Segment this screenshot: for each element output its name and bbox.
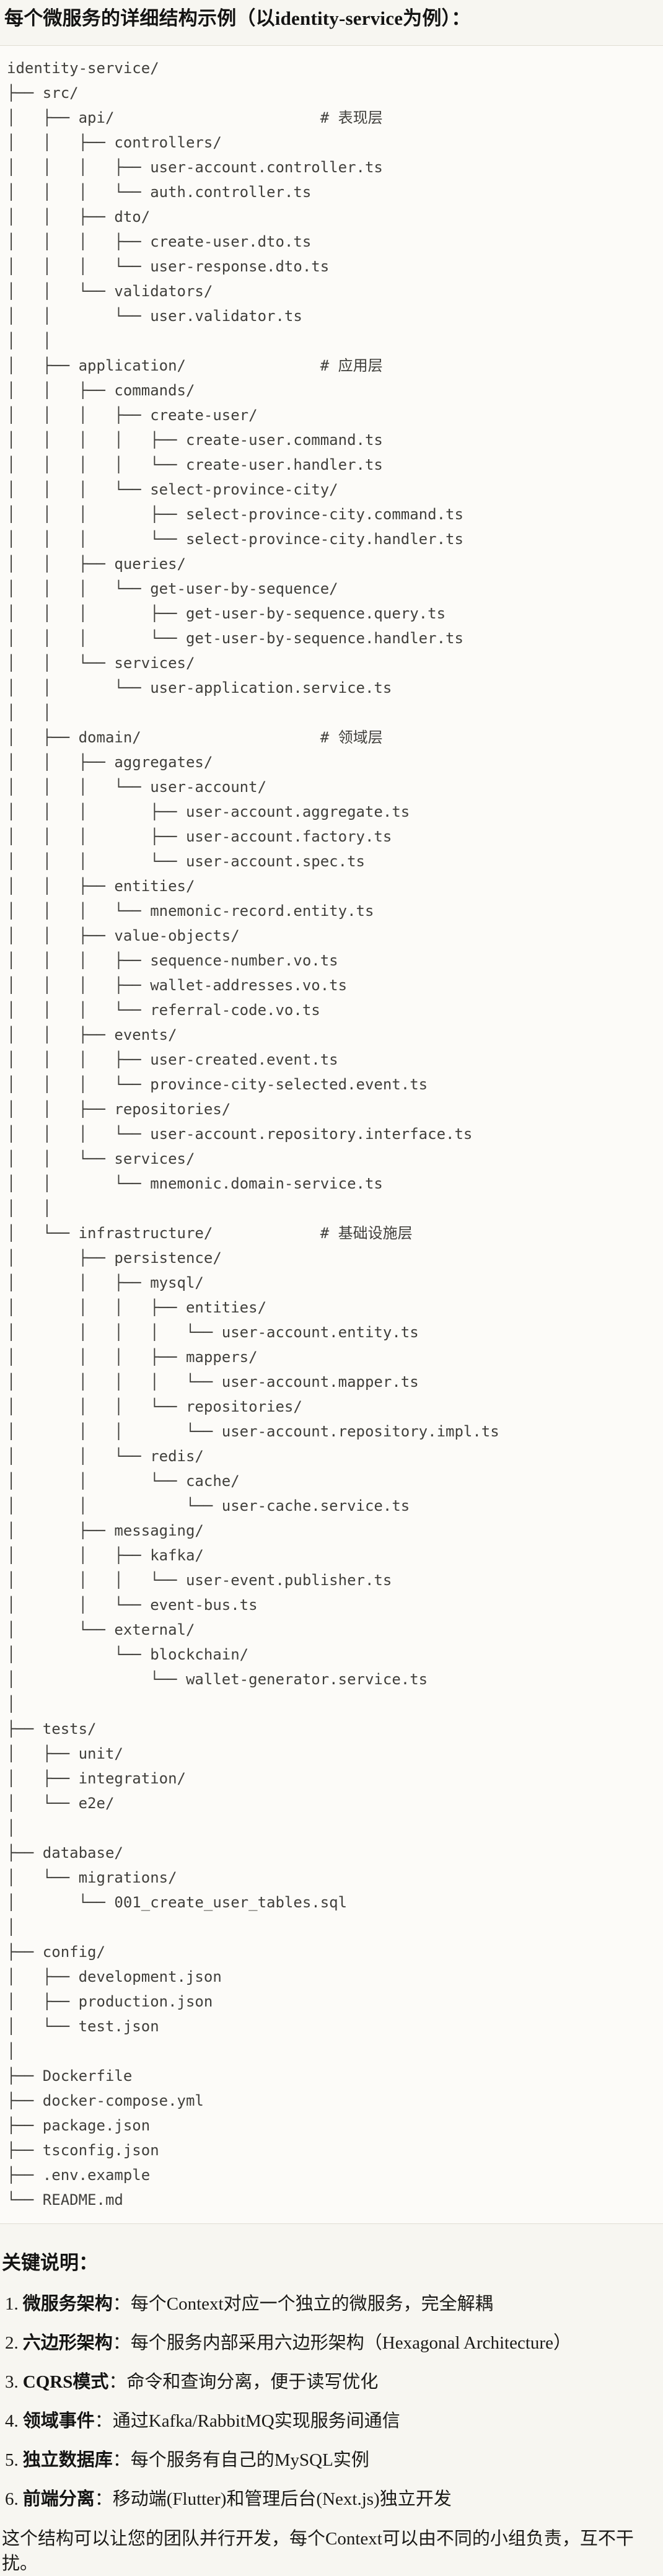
note-item-3: 3.CQRS模式：命令和查询分离，便于读写优化 [5, 2370, 663, 2394]
note-item-5: 5.独立数据库：每个服务有自己的MySQL实例 [5, 2448, 663, 2472]
page-title: 每个微服务的详细结构示例（以identity-service为例）： [4, 7, 471, 29]
note-number: 1. [5, 2294, 19, 2314]
notes-heading: 关键说明： [2, 2252, 98, 2274]
note-number: 3. [5, 2372, 19, 2392]
note-desc: ：每个服务有自己的MySQL实例 [112, 2450, 369, 2470]
note-term: CQRS模式 [22, 2372, 109, 2392]
note-number: 5. [5, 2450, 19, 2470]
note-term: 独立数据库 [22, 2450, 113, 2470]
note-term: 前端分离 [22, 2489, 95, 2509]
notes-list: 1.微服务架构：每个Context对应一个独立的微服务，完全解耦 2.六边形架构… [0, 2292, 663, 2511]
note-number: 4. [5, 2411, 19, 2431]
note-term: 六边形架构 [22, 2333, 113, 2353]
note-item-4: 4.领域事件：通过Kafka/RabbitMQ实现服务间通信 [5, 2409, 663, 2433]
note-desc: ：通过Kafka/RabbitMQ实现服务间通信 [94, 2411, 400, 2431]
note-desc: ：移动端(Flutter)和管理后台(Next.js)独立开发 [94, 2489, 452, 2509]
note-item-1: 1.微服务架构：每个Context对应一个独立的微服务，完全解耦 [5, 2292, 663, 2316]
note-number: 2. [5, 2333, 19, 2353]
note-term: 微服务架构 [22, 2294, 113, 2314]
note-desc: ：命令和查询分离，便于读写优化 [108, 2372, 379, 2392]
document-page: 每个微服务的详细结构示例（以identity-service为例）： ident… [0, 6, 663, 2576]
file-tree: identity-service/ ├── src/ │ ├── api/ # … [7, 59, 499, 2209]
note-item-6: 6.前端分离：移动端(Flutter)和管理后台(Next.js)独立开发 [5, 2487, 663, 2511]
note-desc: ：每个Context对应一个独立的微服务，完全解耦 [112, 2294, 493, 2314]
footer-paragraph: 这个结构可以让您的团队并行开发，每个Context可以由不同的小组负责，互不干扰… [2, 2529, 634, 2574]
note-number: 6. [5, 2489, 19, 2509]
code-block: identity-service/ ├── src/ │ ├── api/ # … [0, 45, 663, 2224]
note-item-2: 2.六边形架构：每个服务内部采用六边形架构（Hexagonal Architec… [5, 2331, 663, 2355]
note-term: 领域事件 [22, 2411, 95, 2431]
note-desc: ：每个服务内部采用六边形架构（Hexagonal Architecture） [112, 2333, 571, 2353]
